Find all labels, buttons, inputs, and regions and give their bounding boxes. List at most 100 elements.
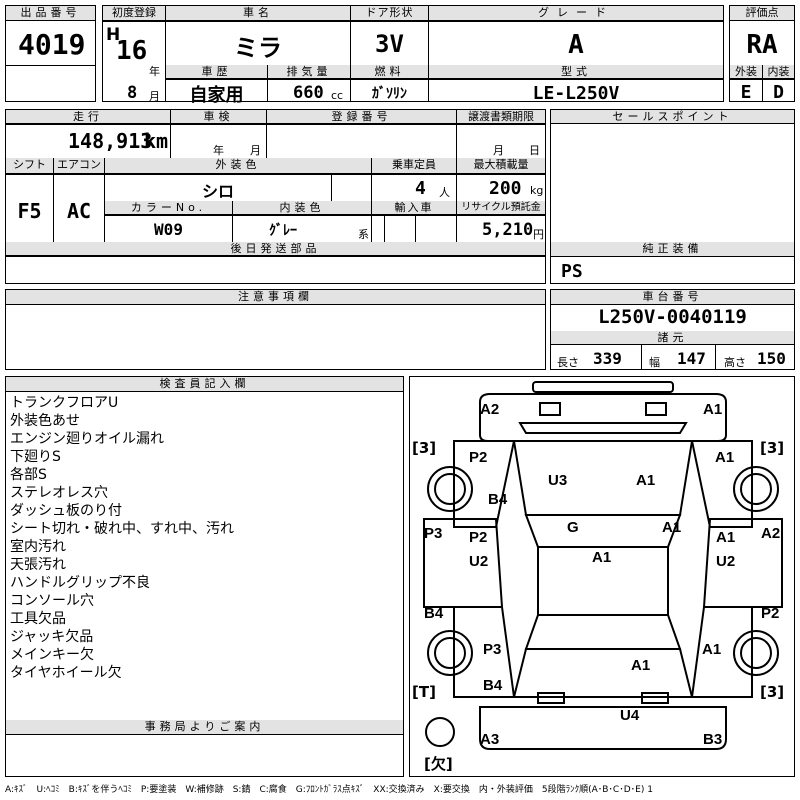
car-name-header: 車名 <box>166 6 350 21</box>
exterior-grade: E <box>740 82 752 103</box>
color-no-header: カラーNo. <box>105 201 232 215</box>
car-outline <box>423 381 783 750</box>
damage-bonnet-right: A1 <box>636 472 656 489</box>
damage-front-left-fender: P2 <box>469 449 488 466</box>
capacity: 4 <box>415 178 426 199</box>
rating-box: 評価点 外装 内装 RA E D <box>729 5 795 103</box>
inspector-note: エンジン廻りオイル漏れ <box>10 431 164 447</box>
damage-front-left: A2 <box>480 401 500 418</box>
inspector-note: 室内汚れ <box>10 539 66 555</box>
reg-month-unit: 月 <box>149 90 160 103</box>
first-reg-header: 初度登録 <box>103 6 165 21</box>
fuel: ｶﾞｿﾘﾝ <box>372 86 407 102</box>
tire-rear-left: [T] <box>412 683 436 701</box>
damage-left-rear-p3: P3 <box>483 641 502 658</box>
lot-number-header: 出品番号 <box>6 6 95 21</box>
inspector-note: タイヤホイール欠 <box>10 665 122 681</box>
damage-bonnet-left: U3 <box>548 472 568 489</box>
damage-rear-bumper-left: A3 <box>480 731 500 748</box>
lot-number: 4019 <box>18 28 86 61</box>
load-header: 最大積載量 <box>457 158 545 174</box>
inspection-month-unit: 月 <box>250 144 261 157</box>
mileage: 148,913 <box>68 129 153 153</box>
inspector-note: 下廻りS <box>10 449 61 465</box>
tire-front-left: [3] <box>412 439 437 457</box>
damage-right-rear-a1: A1 <box>702 641 722 658</box>
width-label: 幅 <box>649 356 660 369</box>
damage-roof: A1 <box>592 549 612 566</box>
chassis-number: L250V-0040119 <box>598 306 747 328</box>
person-unit: 人 <box>439 186 450 199</box>
damage-right-pillar: A1 <box>662 519 682 536</box>
cautions-header: 注意事項欄 <box>6 290 545 305</box>
ext-color-header: 外装色 <box>105 158 371 174</box>
damage-left-p3: P3 <box>424 525 443 542</box>
damage-left-door-p2: P2 <box>469 529 488 546</box>
damage-right-p2: P2 <box>761 605 780 622</box>
sales-point-box: セールスポイント 純正装備 PS <box>550 109 795 284</box>
rating-header: 評価点 <box>730 6 794 21</box>
inspector-note: メインキー欠 <box>10 647 94 663</box>
inspector-note: 各部S <box>10 467 47 483</box>
height-label: 高さ <box>724 356 746 369</box>
history: 自家用 <box>189 85 244 106</box>
lot-number-box: 出品番号 4019 <box>5 5 96 102</box>
damage-right-door-u2: U2 <box>716 553 736 570</box>
transfer-deadline-header: 譲渡書類期限 <box>457 110 545 124</box>
inspector-note: 外装色あせ <box>10 413 80 429</box>
door-type-header: ドア形状 <box>351 6 428 21</box>
displacement: 660 <box>293 83 324 103</box>
cautions-box: 注意事項欄 <box>5 289 546 370</box>
damage-front-right-fender: A1 <box>715 449 735 466</box>
later-parts-header: 後日発送部品 <box>6 242 545 256</box>
spec-header: 諸元 <box>551 331 794 345</box>
damage-right-a2: A2 <box>761 525 781 542</box>
tire-spare: [欠] <box>424 755 453 773</box>
reg-month: 8 <box>127 83 138 103</box>
cc-unit: cc <box>331 89 344 102</box>
vehicle-info-box: 初度登録 車名 ドア形状 グレード 車歴 排気量 燃料 型式 H 16 年 8 … <box>102 5 724 106</box>
car-name: ミラ <box>234 34 282 62</box>
inspector-note: ステレオレス穴 <box>10 485 108 501</box>
door-type: 3V <box>375 30 404 58</box>
kei-unit: 系 <box>358 228 369 241</box>
length-label: 長さ <box>557 356 579 369</box>
history-header: 車歴 <box>166 65 267 79</box>
damage-rear-bumper-right: B3 <box>703 731 723 748</box>
inspector-note: 工具欠品 <box>10 611 66 627</box>
exterior-header: 外装 <box>730 65 762 79</box>
tire-rear-right: [3] <box>760 683 785 701</box>
damage-right-door-a1: A1 <box>716 529 736 546</box>
damage-left-rear-b4: B4 <box>483 677 503 694</box>
damage-rear-u4: U4 <box>620 707 640 724</box>
ac-header: エアコン <box>54 158 104 174</box>
rating: RA <box>746 30 778 60</box>
inspector-note: トランクフロアU <box>10 395 119 411</box>
car-diagram: A2 A1 P2 A1 U3 A1 B4 G A1 P3 A2 P2 A1 U2… <box>409 376 795 777</box>
damage-left-b4-front: B4 <box>488 491 508 508</box>
displacement-header: 排気量 <box>268 65 350 79</box>
inspector-note: シート切れ・破れ中、すれ中、汚れ <box>10 521 234 537</box>
era: H <box>106 25 121 45</box>
color-code: W09 <box>154 220 183 239</box>
inspection-year-unit: 年 <box>213 144 224 157</box>
width: 147 <box>677 349 706 368</box>
exterior-color: シロ <box>201 182 234 201</box>
inspector-note: ダッシュ板のり付 <box>10 503 122 519</box>
chassis-box: 車台番号 諸元 L250V-0040119 長さ 339 幅 147 高さ 15… <box>550 289 795 370</box>
sales-point-header: セールスポイント <box>551 110 794 124</box>
km-unit: km <box>144 129 169 153</box>
mileage-header: 走行 <box>6 110 170 124</box>
genuine-equipment: PS <box>561 261 583 282</box>
shift: F5 <box>17 199 42 223</box>
import-header: 輸入車 <box>372 201 456 215</box>
inspector-note: コンソール穴 <box>10 593 94 609</box>
damage-front-right: A1 <box>703 401 723 418</box>
kg-unit: kg <box>530 184 544 197</box>
damage-rear-hatch: A1 <box>631 657 651 674</box>
height: 150 <box>757 349 786 368</box>
reg-year: 16 <box>116 36 148 66</box>
inspector-note: ジャッキ欠品 <box>10 629 94 645</box>
reg-number-header: 登録番号 <box>267 110 456 124</box>
interior-grade: D <box>773 82 784 103</box>
